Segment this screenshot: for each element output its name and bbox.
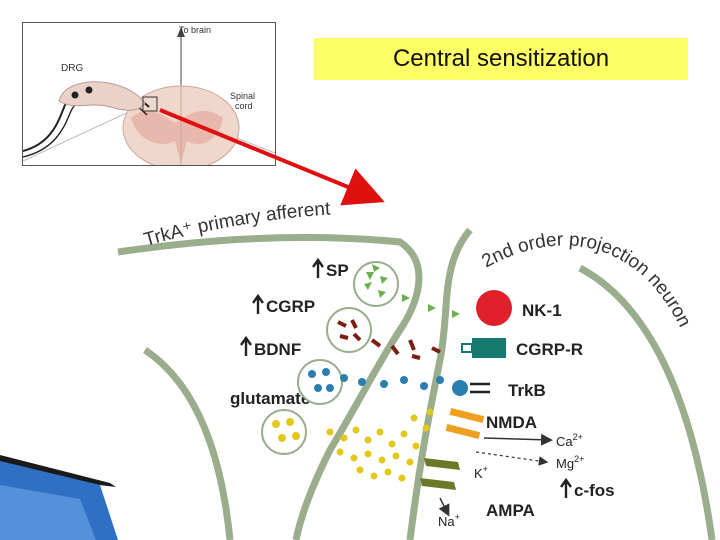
ampa-label: AMPA <box>486 501 535 520</box>
drg-cell-body <box>85 86 93 94</box>
cgrp-vesicle <box>326 307 372 353</box>
cgrpr-receptor <box>472 338 506 358</box>
cgrp-upregulation: CGRP <box>252 293 315 316</box>
up-arrow-icon <box>312 257 324 278</box>
up-arrow-icon <box>560 477 572 498</box>
cgrp-molecules <box>337 319 441 360</box>
drg-ganglion <box>58 81 146 111</box>
spinal-cord-inset: To brain DRG Spinal cord <box>22 22 276 166</box>
sp-upregulation: SP <box>312 257 349 280</box>
nk1-receptor <box>476 290 512 326</box>
na-ion-label: Na+ <box>438 512 460 529</box>
bdnf-vesicle <box>297 359 343 405</box>
highlight-box <box>142 96 158 112</box>
sp-molecules <box>364 264 460 318</box>
drg-cell-body <box>71 91 79 99</box>
spinal-label: Spinal <box>230 91 255 101</box>
grey-matter <box>131 110 223 163</box>
trkb-bound-bdnf <box>452 380 468 396</box>
ampa-receptor <box>420 458 460 490</box>
cord-label: cord <box>235 101 253 111</box>
drg-label: DRG <box>61 63 83 74</box>
afferent-membrane <box>117 233 423 540</box>
title-box: Central sensitization <box>314 38 688 80</box>
neuron-membrane-outer <box>578 264 716 540</box>
trkb-label: TrkB <box>508 381 546 400</box>
cgrp-label: CGRP <box>266 297 315 316</box>
to-brain-arrowhead <box>177 27 185 37</box>
sp-label: SP <box>326 261 349 280</box>
spinal-cord-illustration: To brain DRG Spinal cord <box>23 25 275 165</box>
cgrpr-label: CGRP-R <box>516 340 583 359</box>
bdnf-molecules <box>308 368 444 392</box>
glutamate-label: glutamate <box>230 389 310 408</box>
mg-block-arrow <box>475 451 549 466</box>
nmda-label: NMDA <box>486 413 537 432</box>
nk1-label: NK-1 <box>522 301 562 320</box>
up-arrow-icon <box>252 293 264 314</box>
nmda-receptor <box>445 407 485 439</box>
glutamate-molecules <box>272 408 434 482</box>
cgrpr-socket <box>461 343 473 353</box>
zoom-arrow <box>159 108 385 206</box>
up-arrow-icon <box>240 335 252 356</box>
k-ion-label: K+ <box>474 464 488 481</box>
to-brain-label: To brain <box>179 25 211 35</box>
neuron-membrane <box>406 227 473 540</box>
cfos-upregulation: c-fos <box>560 477 615 500</box>
sp-vesicle <box>353 261 399 307</box>
ca-flux-arrow <box>483 433 553 446</box>
na-flux-arrow <box>438 497 450 517</box>
bdnf-label: BDNF <box>254 340 301 359</box>
bdnf-upregulation: BDNF <box>240 335 301 359</box>
trkb-receptor <box>470 382 490 394</box>
mg-ion-label: Mg2+ <box>556 454 584 471</box>
afferent-membrane-lower <box>143 347 234 540</box>
slide-title: Central sensitization <box>392 45 610 72</box>
neuron-label: 2nd order projection neuron <box>478 229 694 330</box>
glutamate-vesicle <box>261 409 307 455</box>
ca-ion-label: Ca2+ <box>556 432 583 449</box>
cfos-label: c-fos <box>574 481 615 500</box>
decorative-swoosh <box>0 455 118 540</box>
